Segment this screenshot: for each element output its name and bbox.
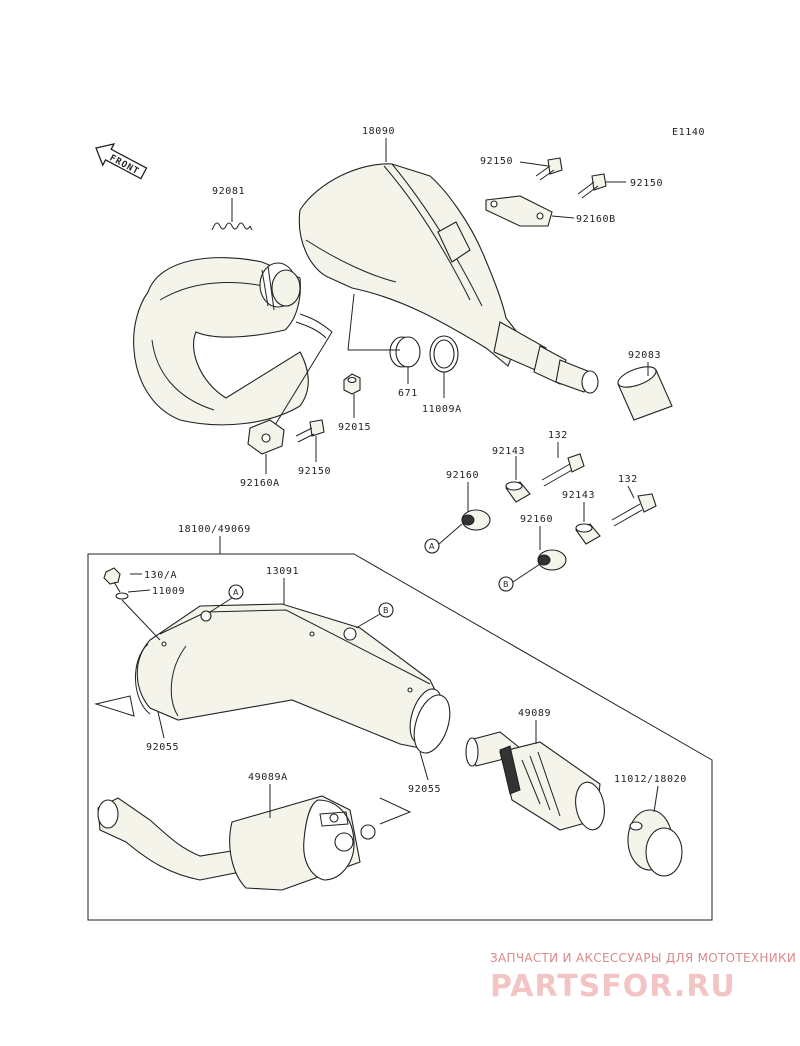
label-49089: 49089	[518, 708, 551, 719]
label-671: 671	[398, 388, 418, 399]
washer-11009	[115, 592, 129, 600]
watermark-tagline: ЗАПЧАСТИ И АКСЕССУАРЫ ДЛЯ МОТОТЕХНИКИ	[490, 951, 796, 965]
callout-b-silencer	[378, 602, 394, 618]
expansion-chamber-18090	[133, 163, 599, 431]
gasket-92055-a	[94, 643, 151, 717]
label-18090: 18090	[362, 126, 395, 137]
bracket-92160b	[485, 195, 553, 227]
spring-92081	[211, 222, 253, 231]
callout-a-top-label: A	[429, 542, 435, 551]
watermark: ЗАПЧАСТИ И АКСЕССУАРЫ ДЛЯ МОТОТЕХНИКИ PA…	[490, 951, 796, 1004]
label-13091: 13091	[266, 566, 299, 577]
watermark-brand: PARTSFOR.RU	[490, 969, 736, 1004]
bolt-132-a	[541, 453, 585, 487]
front-arrow-icon: FRONT	[95, 143, 148, 180]
label-18100-49069: 18100/49069	[178, 524, 251, 535]
callout-b-top-label: B	[503, 580, 509, 589]
label-92015: 92015	[338, 422, 371, 433]
label-92160b: 92160B	[576, 214, 616, 225]
bolt-92150-b	[577, 173, 607, 199]
label-132-b: 132	[618, 474, 638, 485]
label-11009a: 11009A	[422, 404, 462, 415]
label-92150-a: 92150	[480, 156, 513, 167]
grommet-92160-b	[537, 549, 567, 571]
label-92055-a: 92055	[146, 742, 179, 753]
o-ring-671	[389, 336, 421, 368]
label-92160-d: 92160	[520, 514, 553, 525]
bolt-132-b	[611, 493, 657, 527]
diagram-ref-code: E1140	[672, 127, 705, 138]
callout-a-top	[424, 538, 440, 554]
label-92083: 92083	[628, 350, 661, 361]
silencer-49089a	[97, 795, 412, 891]
collar-92143-b	[575, 523, 601, 545]
leader-lines	[127, 138, 659, 818]
bolt-130a	[103, 567, 121, 593]
label-92081: 92081	[212, 186, 245, 197]
silencer-body-13091	[136, 603, 443, 749]
callout-a-silencer-label: A	[233, 588, 239, 597]
label-92160-c: 92160	[446, 470, 479, 481]
label-92160a: 92160A	[240, 478, 280, 489]
label-92143-b: 92143	[562, 490, 595, 501]
callout-b-silencer-label: B	[383, 606, 389, 615]
label-130a: 130/A	[144, 570, 177, 581]
nut-92015	[343, 373, 361, 395]
gasket-11009a	[429, 335, 459, 373]
sleeve-92083	[617, 366, 673, 421]
gasket-92055-b	[413, 694, 451, 754]
label-92150-c: 92150	[298, 466, 331, 477]
label-92055-b: 92055	[408, 784, 441, 795]
spark-arrestor-49089	[465, 731, 605, 831]
label-132-a: 132	[548, 430, 568, 441]
collar-92143-a	[505, 481, 531, 503]
grommet-92160-a	[461, 509, 491, 531]
end-cap-11012	[627, 809, 683, 877]
label-92150-b: 92150	[630, 178, 663, 189]
label-11009: 11009	[152, 586, 185, 597]
label-11012-18020: 11012/18020	[614, 774, 687, 785]
silencer-assembly-frame	[87, 553, 713, 921]
callout-b-top	[498, 576, 514, 592]
bolt-92150-c	[295, 419, 325, 443]
part-labels: 18090 92150 92150 92160B 92081 92083 671…	[144, 126, 687, 795]
label-49089a: 49089A	[248, 772, 288, 783]
bolt-92150-a	[535, 157, 563, 181]
label-92143-a: 92143	[492, 446, 525, 457]
callout-a-silencer	[228, 584, 244, 600]
tab-92160a	[247, 419, 285, 455]
